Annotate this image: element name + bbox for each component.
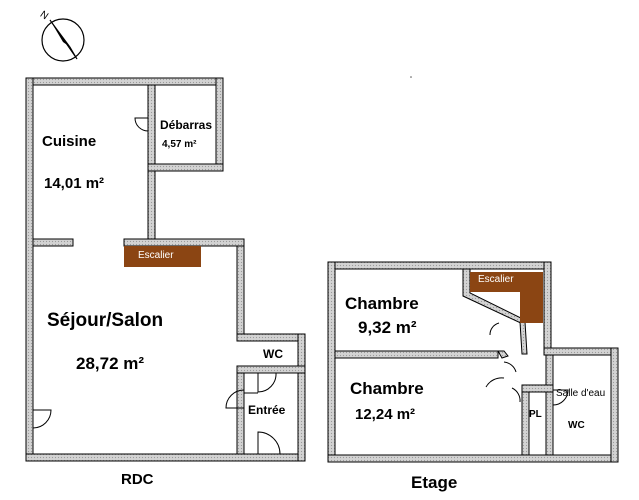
room-label-chambre-2: Chambre [350,379,424,398]
etage-staircase [470,272,543,323]
room-label-entree: Entrée [248,403,286,417]
room-area-sejour: 28,72 m² [76,354,145,373]
decorative-dot [410,76,412,78]
room-area-chambre-1: 9,32 m² [358,318,417,337]
room-area-chambre-2: 12,24 m² [355,406,416,423]
room-label-wc-etage: WC [568,420,585,431]
room-label-salle-deau: Salle d'eau [556,388,606,399]
etage-walls [327,261,619,463]
rdc-walls [25,77,306,462]
rdc-staircase [124,246,201,267]
room-label-debarras: Débarras [160,118,213,132]
room-label-cuisine: Cuisine [42,133,97,150]
staircase-label-rdc: Escalier [138,250,174,261]
staircase-label-etage: Escalier [478,274,514,285]
room-label-sejour: Séjour/Salon [47,310,164,331]
rdc-doors [32,117,281,455]
room-area-cuisine: 14,01 m² [44,175,105,192]
room-label-placard: PL [529,409,542,420]
level-label-etage: Etage [411,473,458,492]
room-label-wc-rdc: WC [263,347,283,361]
level-label-rdc: RDC [121,471,154,488]
room-label-chambre-1: Chambre [345,294,419,313]
room-area-debarras: 4,57 m² [162,139,197,150]
etage-doors [485,322,569,406]
north-arrow-compass-icon [41,18,85,62]
